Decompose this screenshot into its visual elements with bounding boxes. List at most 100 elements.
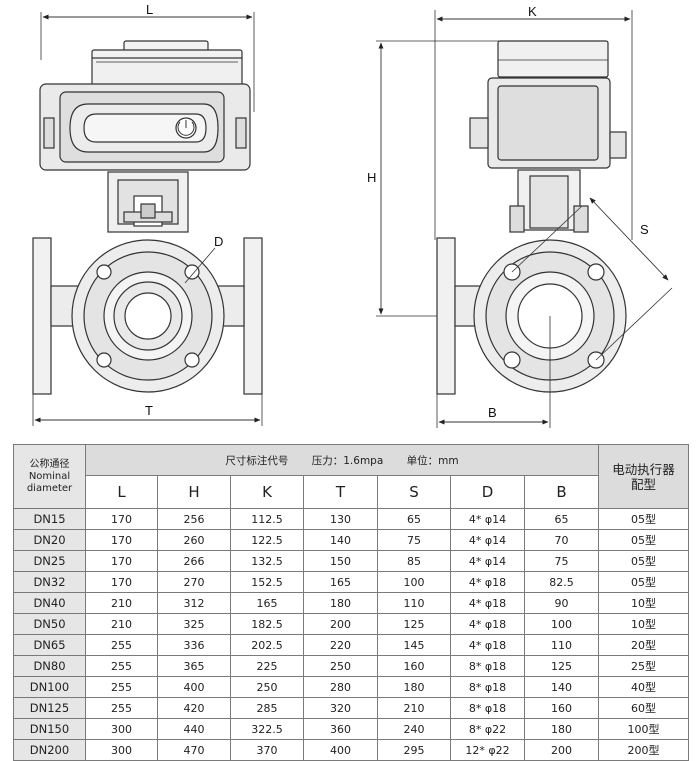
cell-T: 280	[303, 676, 378, 698]
cell-H: 256	[157, 508, 231, 530]
cell-D: 8* φ18	[450, 655, 525, 677]
cell-H: 270	[157, 571, 231, 593]
cell-actuator: 05型	[598, 508, 689, 530]
table-row: DN125 255 420 285 320 210 8* φ18 160 60型	[13, 697, 689, 719]
cell-S: 240	[377, 718, 451, 740]
cell-K: 112.5	[230, 508, 304, 530]
cell-B: 65	[524, 508, 599, 530]
label-T: T	[145, 403, 153, 418]
actuator-model-header: 电动执行器 配型	[598, 444, 689, 509]
cell-S: 145	[377, 634, 451, 656]
cell-L: 210	[85, 592, 158, 614]
cell-T: 250	[303, 655, 378, 677]
dim-line-S	[589, 197, 669, 281]
cell-H: 260	[157, 529, 231, 551]
cell-L: 255	[85, 655, 158, 677]
left-flange	[32, 237, 52, 395]
cell-T: 130	[303, 508, 378, 530]
table-row: DN50 210 325 182.5 200 125 4* φ18 100 10…	[13, 613, 689, 635]
cell-H: 312	[157, 592, 231, 614]
table-row: DN150 300 440 322.5 360 240 8* φ22 180 1…	[13, 718, 689, 740]
cell-nominal: DN125	[13, 697, 86, 719]
cell-K: 322.5	[230, 718, 304, 740]
cell-B: 110	[524, 634, 599, 656]
cell-H: 470	[157, 739, 231, 761]
cell-T: 200	[303, 613, 378, 635]
cell-K: 132.5	[230, 550, 304, 572]
table-row: DN40 210 312 165 180 110 4* φ18 90 10型	[13, 592, 689, 614]
cell-K: 122.5	[230, 529, 304, 551]
dimension-spec-table: 公称通径 Nominal diameter 尺寸标注代号 压力：1.6mpa 单…	[13, 444, 689, 761]
cell-D: 4* φ14	[450, 529, 525, 551]
cell-S: 160	[377, 655, 451, 677]
cell-L: 255	[85, 634, 158, 656]
side-left-flange	[436, 237, 456, 395]
label-L: L	[146, 2, 153, 17]
cell-nominal: DN25	[13, 550, 86, 572]
dimension-code-label: 尺寸标注代号	[225, 454, 289, 467]
cell-nominal: DN15	[13, 508, 86, 530]
cell-L: 170	[85, 550, 158, 572]
cell-nominal: DN80	[13, 655, 86, 677]
cell-B: 82.5	[524, 571, 599, 593]
cell-S: 180	[377, 676, 451, 698]
cell-K: 165	[230, 592, 304, 614]
cell-actuator: 05型	[598, 550, 689, 572]
cell-B: 70	[524, 529, 599, 551]
table-row: DN32 170 270 152.5 165 100 4* φ18 82.5 0…	[13, 571, 689, 593]
cell-D: 4* φ18	[450, 634, 525, 656]
cell-B: 160	[524, 697, 599, 719]
cell-S: 210	[377, 697, 451, 719]
label-D: D	[214, 234, 223, 249]
table-row: DN20 170 260 122.5 140 75 4* φ14 70 05型	[13, 529, 689, 551]
cell-D: 4* φ14	[450, 508, 525, 530]
unit-label: 单位：mm	[406, 454, 459, 467]
cell-L: 300	[85, 739, 158, 761]
nominal-diameter-header: 公称通径 Nominal diameter	[13, 444, 86, 509]
cell-D: 8* φ18	[450, 697, 525, 719]
column-header-B: B	[524, 475, 599, 509]
column-header-T: T	[303, 475, 378, 509]
cell-D: 4* φ14	[450, 550, 525, 572]
cell-L: 170	[85, 529, 158, 551]
cell-K: 182.5	[230, 613, 304, 635]
cell-B: 180	[524, 718, 599, 740]
column-header-K: K	[230, 475, 304, 509]
cell-H: 336	[157, 634, 231, 656]
column-header-L: L	[85, 475, 158, 509]
cell-K: 225	[230, 655, 304, 677]
cell-nominal: DN50	[13, 613, 86, 635]
cell-D: 4* φ18	[450, 571, 525, 593]
cell-D: 4* φ18	[450, 592, 525, 614]
cell-K: 370	[230, 739, 304, 761]
cell-S: 110	[377, 592, 451, 614]
front-view	[32, 12, 263, 426]
cell-T: 220	[303, 634, 378, 656]
cell-S: 100	[377, 571, 451, 593]
label-B: B	[488, 405, 497, 420]
table-row: DN65 255 336 202.5 220 145 4* φ18 110 20…	[13, 634, 689, 656]
valve-technical-drawing: L T D K H S B	[32, 2, 673, 428]
cell-actuator: 40型	[598, 676, 689, 698]
cell-actuator: 200型	[598, 739, 689, 761]
cell-L: 255	[85, 697, 158, 719]
cell-B: 75	[524, 550, 599, 572]
cell-T: 150	[303, 550, 378, 572]
cell-L: 300	[85, 718, 158, 740]
cell-nominal: DN65	[13, 634, 86, 656]
cell-S: 85	[377, 550, 451, 572]
cell-H: 266	[157, 550, 231, 572]
cell-B: 125	[524, 655, 599, 677]
cell-H: 365	[157, 655, 231, 677]
cell-H: 420	[157, 697, 231, 719]
cell-actuator: 20型	[598, 634, 689, 656]
cell-actuator: 60型	[598, 697, 689, 719]
side-view	[376, 10, 673, 428]
cell-actuator: 05型	[598, 529, 689, 551]
cell-D: 8* φ22	[450, 718, 525, 740]
table-row: DN15 170 256 112.5 130 65 4* φ14 65 05型	[13, 508, 689, 530]
cell-D: 8* φ18	[450, 676, 525, 698]
cell-K: 250	[230, 676, 304, 698]
cell-B: 90	[524, 592, 599, 614]
cell-actuator: 25型	[598, 655, 689, 677]
